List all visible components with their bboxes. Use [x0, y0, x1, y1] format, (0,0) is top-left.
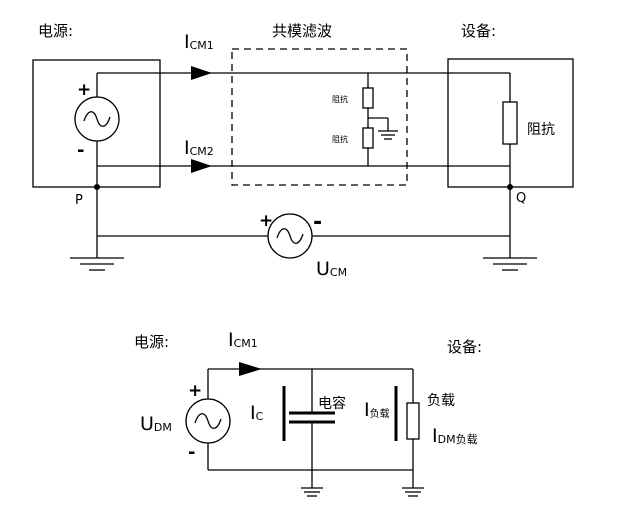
capacitor-label: 电容	[318, 395, 346, 412]
iload-label: I负载	[364, 399, 390, 421]
icm1-arrow-icon	[191, 66, 212, 80]
common-mode-circuit: 电源: 共模滤波 设备: + - ICM1 ICM2	[32, 22, 574, 280]
udm-ac-source	[185, 398, 231, 444]
device-impedance-resistor	[502, 101, 518, 145]
filter-resistor-2-label: 阻抗	[332, 134, 348, 144]
device-impedance-label: 阻抗	[527, 122, 555, 138]
bottom-device-label: 设备:	[447, 338, 482, 356]
filter-resistor-1-label: 阻抗	[332, 94, 348, 104]
idm-load-label: IDM负载	[432, 425, 478, 447]
ucm-plus-sign: +	[259, 211, 273, 231]
ucm-wave-icon	[276, 228, 304, 244]
node-p-label: P	[75, 193, 83, 208]
load-label: 负载	[427, 393, 455, 409]
node-q-label: Q	[516, 191, 526, 206]
top-ac-source	[74, 96, 120, 142]
top-minus-sign: -	[77, 140, 84, 161]
udm-wave-icon	[194, 413, 222, 429]
bottom-minus-sign: -	[188, 442, 195, 463]
bottom-ground-left-icon	[301, 487, 323, 497]
icm2-arrow-icon	[191, 159, 212, 173]
ucm-ac-source	[267, 213, 313, 259]
icm2-label: ICM2	[184, 137, 214, 159]
udm-label: UDM	[140, 413, 172, 435]
ground-left-icon	[70, 257, 124, 271]
filter-resistor-2	[362, 127, 374, 149]
bottom-ground-right-icon	[402, 487, 424, 497]
bottom-plus-sign: +	[188, 381, 202, 401]
ground-right-icon	[483, 257, 537, 271]
top-device-label: 设备:	[461, 22, 496, 40]
filter-resistor-1	[362, 87, 374, 109]
icm1-label: ICM1	[184, 31, 214, 53]
top-filter-label: 共模滤波	[272, 22, 332, 40]
bottom-source-label: 电源:	[134, 333, 169, 351]
ucm-minus-sign: -	[313, 210, 322, 235]
top-source-label: 电源:	[38, 22, 73, 40]
ucm-label: UCM	[316, 258, 347, 280]
bottom-icm1-arrow-icon	[239, 362, 262, 376]
ac-source-wave-icon	[83, 111, 111, 127]
ic-label: IC	[250, 402, 264, 424]
top-plus-sign: +	[77, 80, 91, 100]
load-resistor	[406, 402, 420, 440]
bottom-icm1-label: ICM1	[228, 329, 258, 351]
differential-mode-circuit: 电源: 设备: + - UDM ICM1 电容 IC I负载 负载 IDM负载	[134, 329, 482, 497]
common-mode-filter-box	[231, 48, 408, 186]
filter-ground-icon	[378, 130, 398, 140]
